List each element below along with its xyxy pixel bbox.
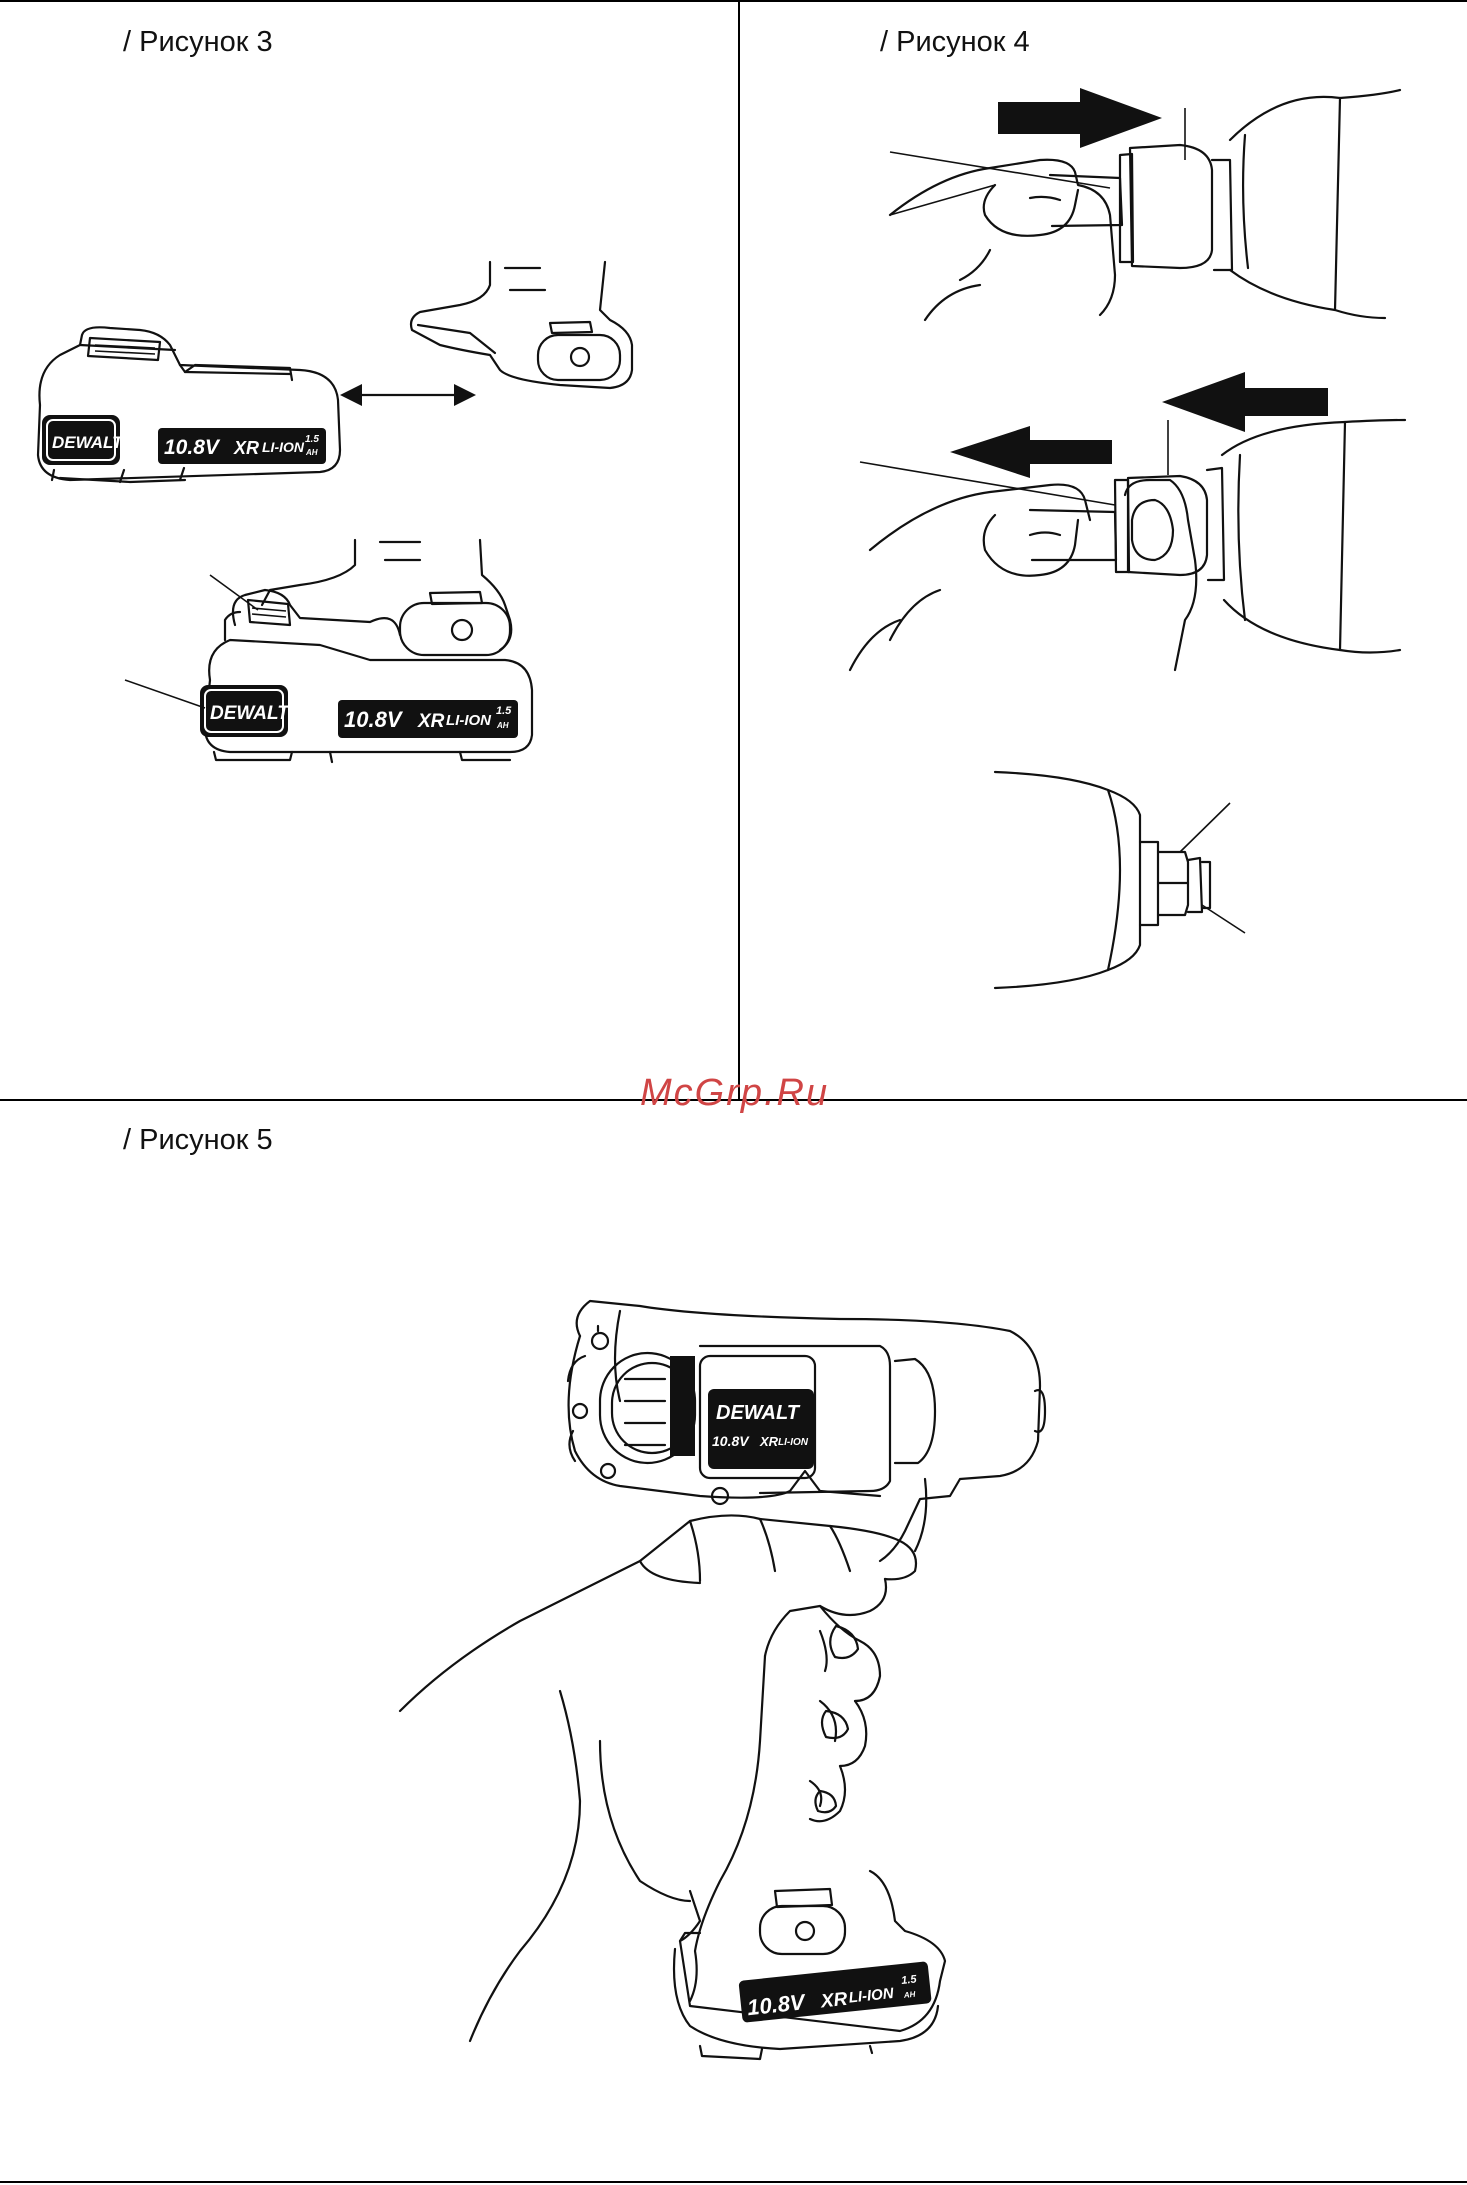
battery-voltage-1: 10.8V [164, 436, 221, 459]
hand [400, 1515, 916, 2041]
bit-insert-step [890, 88, 1400, 320]
battery-unit-2: AH [496, 721, 509, 730]
battery-chemistry-2: LI-ION [446, 712, 492, 729]
impact-driver: DEWALT 10.8V XR LI-ION [568, 1301, 1045, 1561]
battery-pack-tool: 10.8V XR LI-ION 1.5 AH [674, 1871, 945, 2059]
callout-line-bit [1202, 905, 1245, 933]
battery-capacity-1: 1.5 [305, 434, 319, 445]
dewalt-logo-1: DEWALT [52, 433, 124, 452]
battery-series-1: XR [233, 438, 259, 458]
dewalt-logo-3: DEWALT [716, 1402, 801, 1424]
callout-line-collar [1180, 803, 1230, 852]
battery-chemistry-1: LI-ION [262, 439, 305, 455]
tool-series: XR [759, 1434, 779, 1449]
double-arrow-icon [340, 384, 476, 406]
chuck-detail [995, 772, 1245, 988]
tool-base-detached [411, 262, 632, 388]
callout-line-battery [125, 680, 205, 708]
battery-capacity-3: 1.5 [901, 1973, 918, 1987]
bit-remove-step [850, 372, 1405, 670]
battery-unit-1: AH [305, 448, 318, 457]
figure-4-illustration [740, 0, 1467, 1100]
tool-chemistry: LI-ION [778, 1437, 809, 1448]
bottom-border [0, 2181, 1467, 2183]
dewalt-logo-2: DEWALT [210, 703, 290, 724]
battery-pack-attached: DEWALT 10.8V XR LI-ION 1.5 AH [125, 540, 532, 762]
battery-series-2: XR [417, 711, 445, 732]
battery-pack-detached: DEWALT 10.8V XR LI-ION 1.5 AH [38, 327, 340, 482]
battery-series-3: XR [819, 1989, 849, 2013]
battery-unit-3: AH [902, 1990, 916, 2000]
figure-3-illustration: DEWALT 10.8V XR LI-ION 1.5 AH [0, 0, 740, 1100]
tool-voltage: 10.8V [712, 1433, 750, 1449]
battery-voltage-2: 10.8V [344, 707, 404, 732]
figure-5-illustration: DEWALT 10.8V XR LI-ION 10.8V [0, 1101, 1467, 2181]
battery-capacity-2: 1.5 [496, 705, 512, 717]
